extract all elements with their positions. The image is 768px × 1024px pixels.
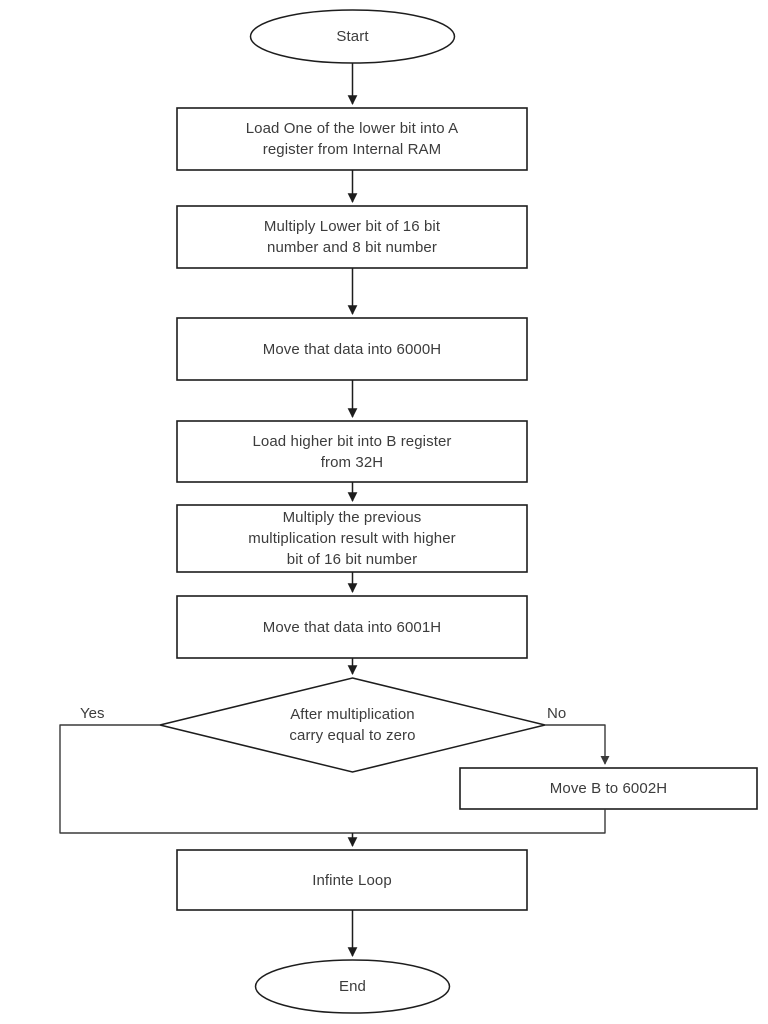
edge-carry-test-no-to-move-6002 (545, 724, 610, 765)
edge-move-6002-to-join (352, 809, 606, 834)
node-move-6002-shape (459, 767, 758, 810)
node-load-low-shape (176, 107, 528, 171)
node-end-shape (254, 959, 451, 1014)
node-start-shape (249, 9, 456, 64)
node-store-6001-shape (176, 595, 528, 659)
node-mul-high-shape (176, 504, 528, 573)
node-mul-low-shape (176, 205, 528, 269)
node-inf-loop-shape (176, 849, 528, 911)
node-load-high-shape (176, 420, 528, 483)
edge-label-no: No (547, 705, 567, 722)
node-store-6000-shape (176, 317, 528, 381)
edge-carry-test-yes-to-join (59, 724, 353, 834)
node-carry-test-shape (159, 677, 546, 773)
edge-label-yes: Yes (80, 705, 105, 722)
